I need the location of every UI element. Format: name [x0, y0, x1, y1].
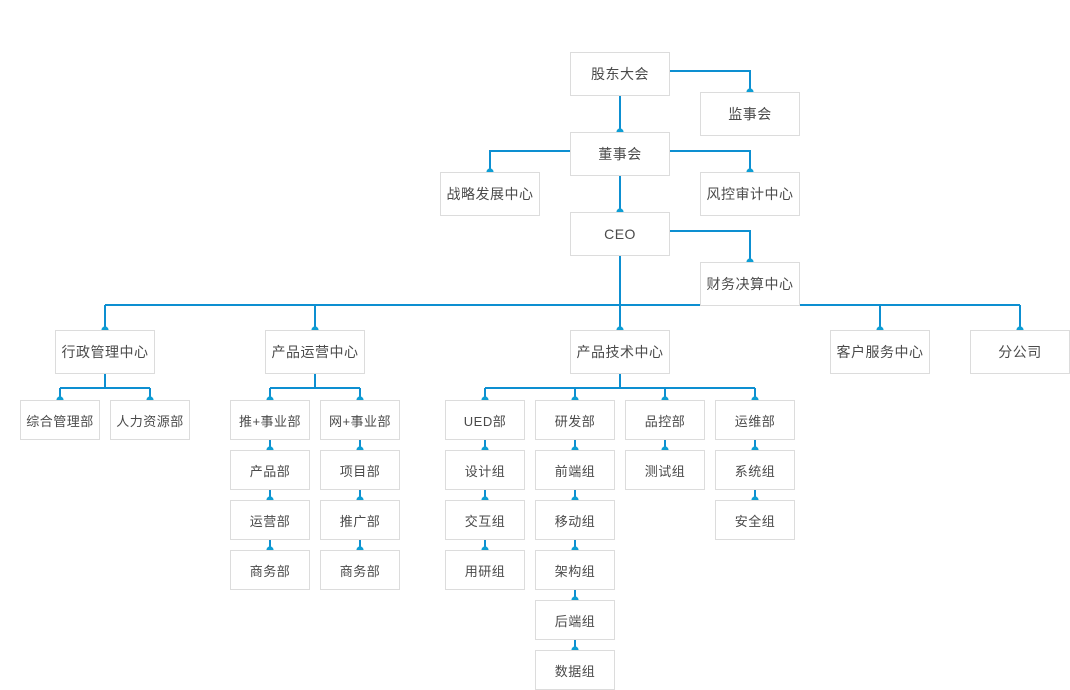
node-business-dept-b[interactable]: 商务部 — [320, 550, 400, 590]
node-wang-business-unit[interactable]: 网+事业部 — [320, 400, 400, 440]
node-strategy-center[interactable]: 战略发展中心 — [440, 172, 540, 216]
node-data-group[interactable]: 数据组 — [535, 650, 615, 690]
node-general-admin-dept[interactable]: 综合管理部 — [20, 400, 100, 440]
node-operations-dept[interactable]: 运营部 — [230, 500, 310, 540]
node-backend-group[interactable]: 后端组 — [535, 600, 615, 640]
node-interaction-group[interactable]: 交互组 — [445, 500, 525, 540]
node-mobile-group[interactable]: 移动组 — [535, 500, 615, 540]
node-frontend-group[interactable]: 前端组 — [535, 450, 615, 490]
node-ued-dept[interactable]: UED部 — [445, 400, 525, 440]
node-board-of-directors[interactable]: 董事会 — [570, 132, 670, 176]
node-product-dept[interactable]: 产品部 — [230, 450, 310, 490]
node-finance-center[interactable]: 财务决算中心 — [700, 262, 800, 306]
node-shareholders-meeting[interactable]: 股东大会 — [570, 52, 670, 96]
node-promotion-dept[interactable]: 推广部 — [320, 500, 400, 540]
node-user-research-group[interactable]: 用研组 — [445, 550, 525, 590]
node-test-group[interactable]: 测试组 — [625, 450, 705, 490]
node-rd-dept[interactable]: 研发部 — [535, 400, 615, 440]
node-customer-service-center[interactable]: 客户服务中心 — [830, 330, 930, 374]
node-security-group[interactable]: 安全组 — [715, 500, 795, 540]
node-qa-dept[interactable]: 品控部 — [625, 400, 705, 440]
node-product-tech-center[interactable]: 产品技术中心 — [570, 330, 670, 374]
node-devops-dept[interactable]: 运维部 — [715, 400, 795, 440]
node-ceo[interactable]: CEO — [570, 212, 670, 256]
node-project-dept[interactable]: 项目部 — [320, 450, 400, 490]
node-product-ops-center[interactable]: 产品运营中心 — [265, 330, 365, 374]
node-branch-company[interactable]: 分公司 — [970, 330, 1070, 374]
node-tui-business-unit[interactable]: 推+事业部 — [230, 400, 310, 440]
node-business-dept-a[interactable]: 商务部 — [230, 550, 310, 590]
node-admin-center[interactable]: 行政管理中心 — [55, 330, 155, 374]
node-system-group[interactable]: 系统组 — [715, 450, 795, 490]
node-architecture-group[interactable]: 架构组 — [535, 550, 615, 590]
node-supervisory-board[interactable]: 监事会 — [700, 92, 800, 136]
node-risk-audit-center[interactable]: 风控审计中心 — [700, 172, 800, 216]
node-hr-dept[interactable]: 人力资源部 — [110, 400, 190, 440]
node-design-group[interactable]: 设计组 — [445, 450, 525, 490]
